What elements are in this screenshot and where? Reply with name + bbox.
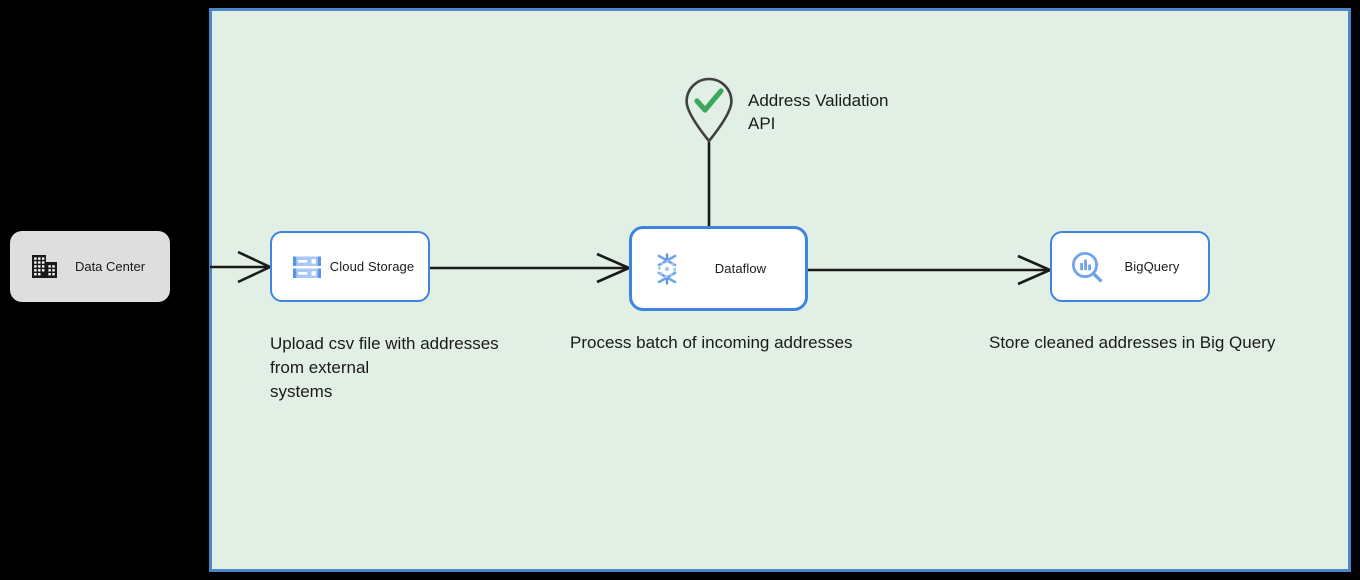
address-validation-api-label: Address Validation API [748, 91, 889, 133]
dataflow-icon [657, 252, 677, 285]
node-data-center[interactable]: Data Center [10, 231, 170, 302]
node-dataflow-label: Dataflow [714, 261, 767, 276]
bigquery-magnifier-icon [1071, 251, 1103, 282]
node-bigquery[interactable]: BigQuery [1050, 231, 1210, 302]
caption-cloud-storage: Upload csv file with addresses from exte… [270, 334, 499, 401]
node-dataflow[interactable]: Dataflow [629, 226, 808, 311]
node-cloud-storage-label: Cloud Storage [329, 259, 415, 274]
node-bigquery-label: BigQuery [1124, 259, 1180, 274]
map-pin-check-icon[interactable] [683, 76, 735, 144]
caption-dataflow: Process batch of incoming addresses [570, 333, 853, 352]
node-data-center-label: Data Center [74, 259, 146, 274]
node-cloud-storage[interactable]: Cloud Storage [270, 231, 430, 302]
caption-bigquery: Store cleaned addresses in Big Query [989, 333, 1276, 352]
cloud-storage-icon [293, 256, 321, 278]
data-center-building-icon [32, 254, 57, 278]
